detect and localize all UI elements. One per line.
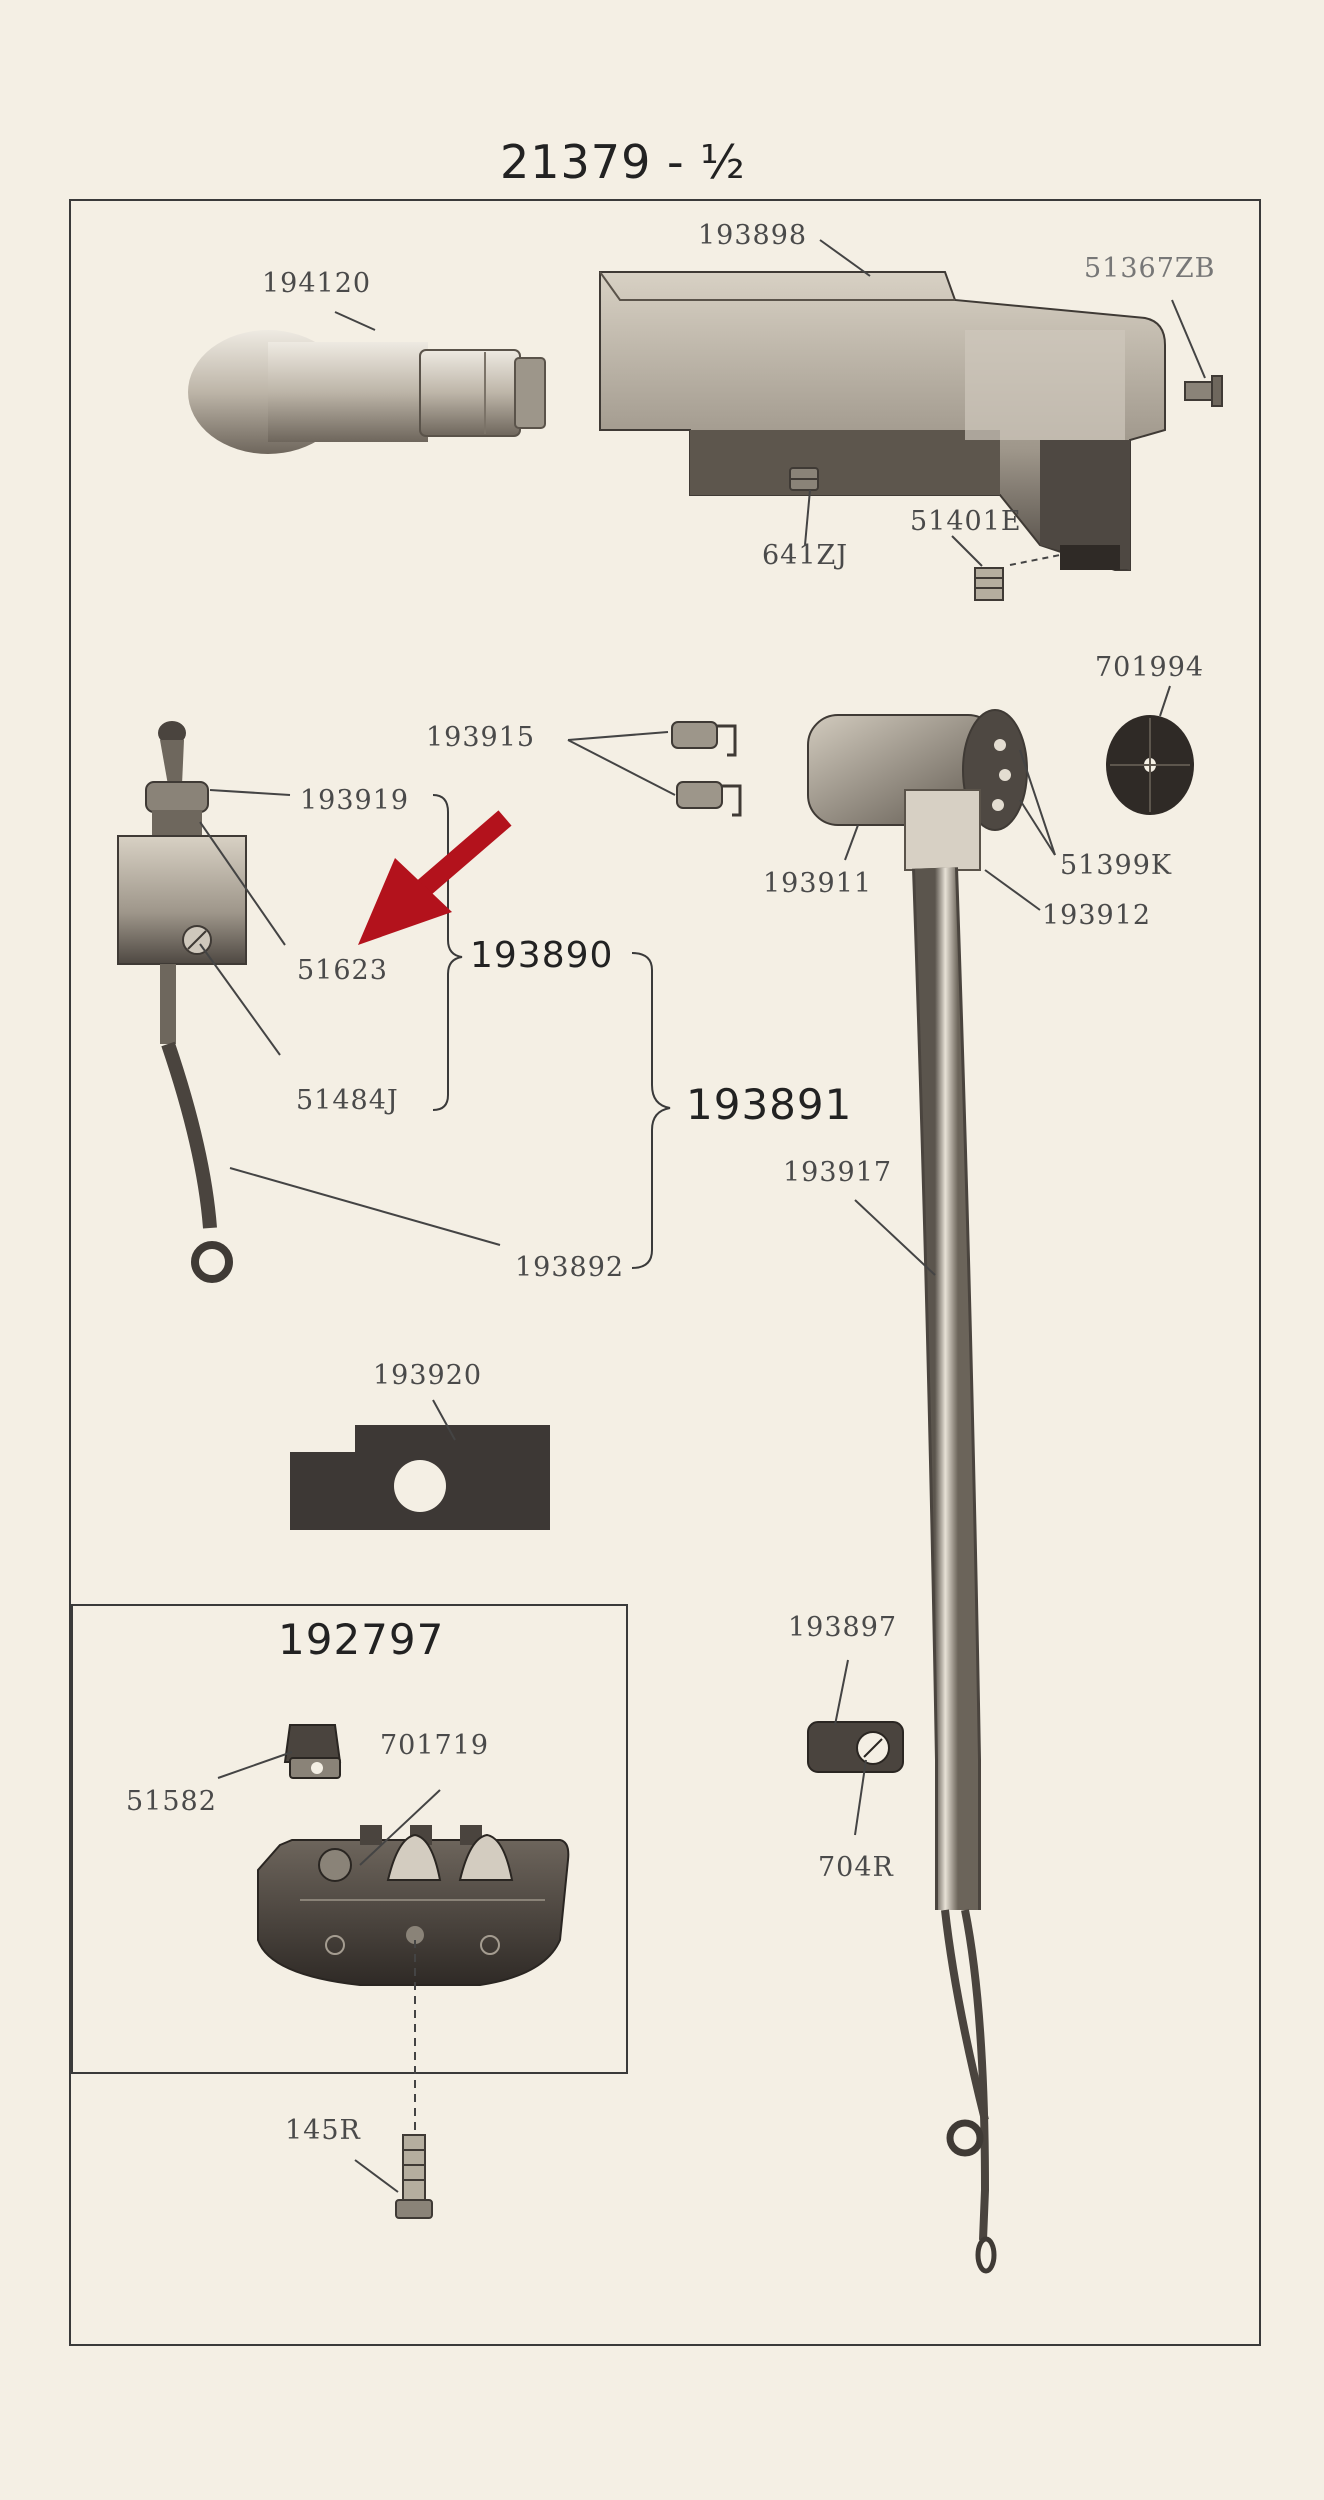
plate-193920-illustration — [290, 1425, 550, 1530]
label-51367zb: 51367ZB — [1084, 253, 1216, 284]
bracket-193890 — [432, 794, 463, 1111]
screw-51367zb — [1184, 375, 1223, 407]
label-193919: 193919 — [300, 785, 410, 816]
screw-51401e — [974, 567, 1004, 601]
socket-base-193912 — [904, 789, 981, 871]
label-193920: 193920 — [373, 1360, 483, 1391]
label-51401e: 51401E — [910, 506, 1022, 537]
label-51484j: 51484J — [296, 1085, 399, 1116]
clip-193915-upper — [671, 721, 737, 757]
label-51399k: 51399K — [1060, 850, 1173, 881]
page-frame — [69, 199, 1261, 2346]
label-193891: 193891 — [686, 1080, 853, 1129]
toggle-switch-illustration — [117, 721, 247, 1283]
label-701719: 701719 — [380, 1730, 490, 1761]
knob-51582 — [283, 1724, 342, 1779]
kit-inset-frame — [71, 1604, 628, 2074]
label-704r: 704R — [818, 1852, 894, 1883]
label-194120: 194120 — [262, 268, 372, 299]
label-193892: 193892 — [515, 1252, 625, 1283]
bracket-193891 — [631, 952, 671, 1269]
label-193911: 193911 — [763, 868, 873, 899]
disc-701994 — [1106, 715, 1194, 815]
kit-title-192797: 192797 — [278, 1615, 445, 1664]
clip-193915-lower — [676, 781, 742, 817]
label-193915: 193915 — [426, 722, 536, 753]
label-51582: 51582 — [126, 1786, 217, 1817]
label-193897: 193897 — [788, 1612, 898, 1643]
label-193917: 193917 — [783, 1157, 893, 1188]
screw-145r — [395, 2134, 433, 2219]
page-title: 21379 - ½ — [500, 135, 746, 189]
label-193912: 193912 — [1042, 900, 1152, 931]
label-193890: 193890 — [470, 935, 614, 976]
label-51623: 51623 — [297, 955, 388, 986]
label-145r: 145R — [285, 2115, 361, 2146]
label-641zj: 641ZJ — [762, 540, 849, 571]
cable-193917-illustration — [912, 867, 997, 2274]
label-701994: 701994 — [1095, 652, 1205, 683]
highlight-arrow — [358, 810, 512, 945]
lamp-housing-illustration — [599, 271, 1166, 571]
clip-193897 — [807, 1721, 904, 1773]
terminal-block-illustration — [257, 1825, 570, 1986]
screw-641zj — [789, 467, 819, 491]
label-193898: 193898 — [698, 220, 808, 251]
bulb-illustration — [188, 330, 546, 454]
